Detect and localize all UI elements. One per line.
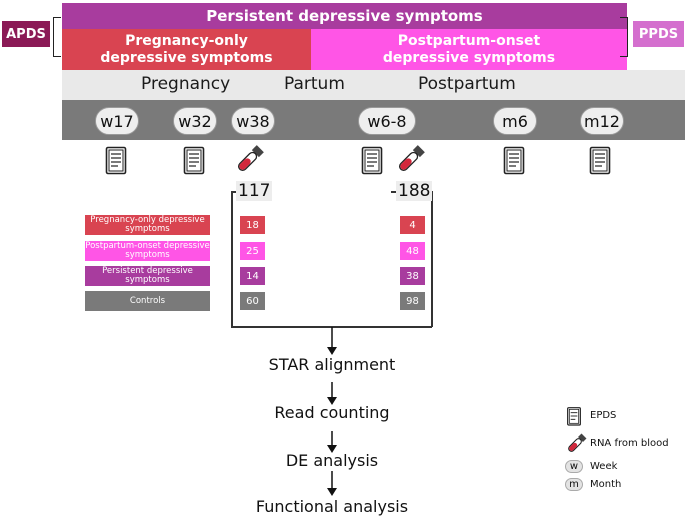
group-label-controls: Controls — [85, 291, 210, 311]
apds-label: APDS — [6, 26, 46, 42]
pipeline-step-read-counting: Read counting — [274, 403, 390, 422]
timepoint-w32: w32 — [173, 107, 217, 135]
count-pregnancy-only-pregnancy: 18 — [240, 216, 265, 234]
pipeline-step-de-analysis: DE analysis — [285, 451, 379, 470]
phase-pregnancy: Pregnancy — [141, 74, 231, 94]
apds-bracket — [53, 17, 61, 57]
timepoint-m6: m6 — [493, 107, 537, 135]
count-pregnancy-only-postpartum: 4 — [400, 216, 425, 234]
timepoint-m12: m12 — [580, 107, 624, 135]
clipboard-icon — [361, 146, 383, 175]
group-label-pregnancy-only: Pregnancy-only depressive symptoms — [85, 215, 210, 235]
clipboard-icon — [589, 146, 611, 175]
legend-epds-label: EPDS — [590, 410, 617, 421]
pregnancy-sample-count: 117 — [236, 181, 273, 201]
phase-postpartum: Postpartum — [418, 74, 516, 94]
timepoint-w17: w17 — [95, 107, 139, 135]
ppds-label: PPDS — [638, 26, 679, 42]
group-label-postpartum-onset: Postpartum-onset depressive symptoms — [85, 241, 210, 261]
clipboard-icon — [503, 146, 525, 175]
persistent-band: Persistent depressive symptoms — [62, 3, 627, 29]
pipeline-step-star-alignment: STAR alignment — [268, 355, 396, 374]
blood-tube-icon — [398, 145, 425, 172]
legend-week-label: Week — [590, 461, 618, 472]
postpartum-onset-band: Postpartum-onset depressive symptoms — [311, 29, 627, 70]
clipboard-icon — [183, 146, 205, 175]
legend-month-label: Month — [590, 479, 622, 490]
pipeline-arrows — [327, 327, 337, 496]
sample-box-bottom-line — [231, 326, 432, 328]
blood-tube-icon — [237, 145, 264, 172]
sample-box-left-line — [231, 191, 233, 327]
pipeline-step-functional-analysis: Functional analysis — [255, 497, 409, 516]
sample-box-top-left-tick — [231, 191, 237, 193]
timepoint-w6-8: w6-8 — [358, 107, 416, 135]
phase-band — [62, 70, 685, 100]
sample-box-right-line — [431, 191, 433, 327]
phase-partum: Partum — [284, 74, 345, 94]
legend-month-symbol: m — [565, 478, 583, 491]
legend-blood-tube-icon — [568, 433, 587, 452]
clipboard-icon — [105, 146, 127, 175]
group-label-persistent: Persistent depressive symptoms — [85, 266, 210, 286]
ppds-bracket — [620, 17, 628, 57]
persistent-band-label: Persistent depressive symptoms — [206, 7, 483, 25]
postpartum-sample-count: 188 — [396, 181, 433, 201]
apds-tag: APDS — [2, 21, 50, 47]
count-persistent-pregnancy: 14 — [240, 267, 265, 285]
pregnancy-only-band-label: Pregnancy-only depressive symptoms — [100, 32, 273, 66]
pregnancy-only-band: Pregnancy-only depressive symptoms — [62, 29, 311, 70]
count-postpartum-onset-postpartum: 48 — [400, 242, 425, 260]
timepoint-w38: w38 — [231, 107, 275, 135]
ppds-tag: PPDS — [633, 21, 684, 47]
legend-rna-label: RNA from blood — [590, 438, 669, 449]
postpartum-onset-band-label: Postpartum-onset depressive symptoms — [382, 32, 556, 66]
count-persistent-postpartum: 38 — [400, 267, 425, 285]
sample-box-top-mid2-tick — [391, 191, 397, 193]
count-postpartum-onset-pregnancy: 25 — [240, 242, 265, 260]
legend-week-symbol: w — [565, 460, 583, 473]
count-controls-postpartum: 98 — [400, 292, 425, 310]
count-controls-pregnancy: 60 — [240, 292, 265, 310]
legend-clipboard-icon — [567, 407, 581, 426]
